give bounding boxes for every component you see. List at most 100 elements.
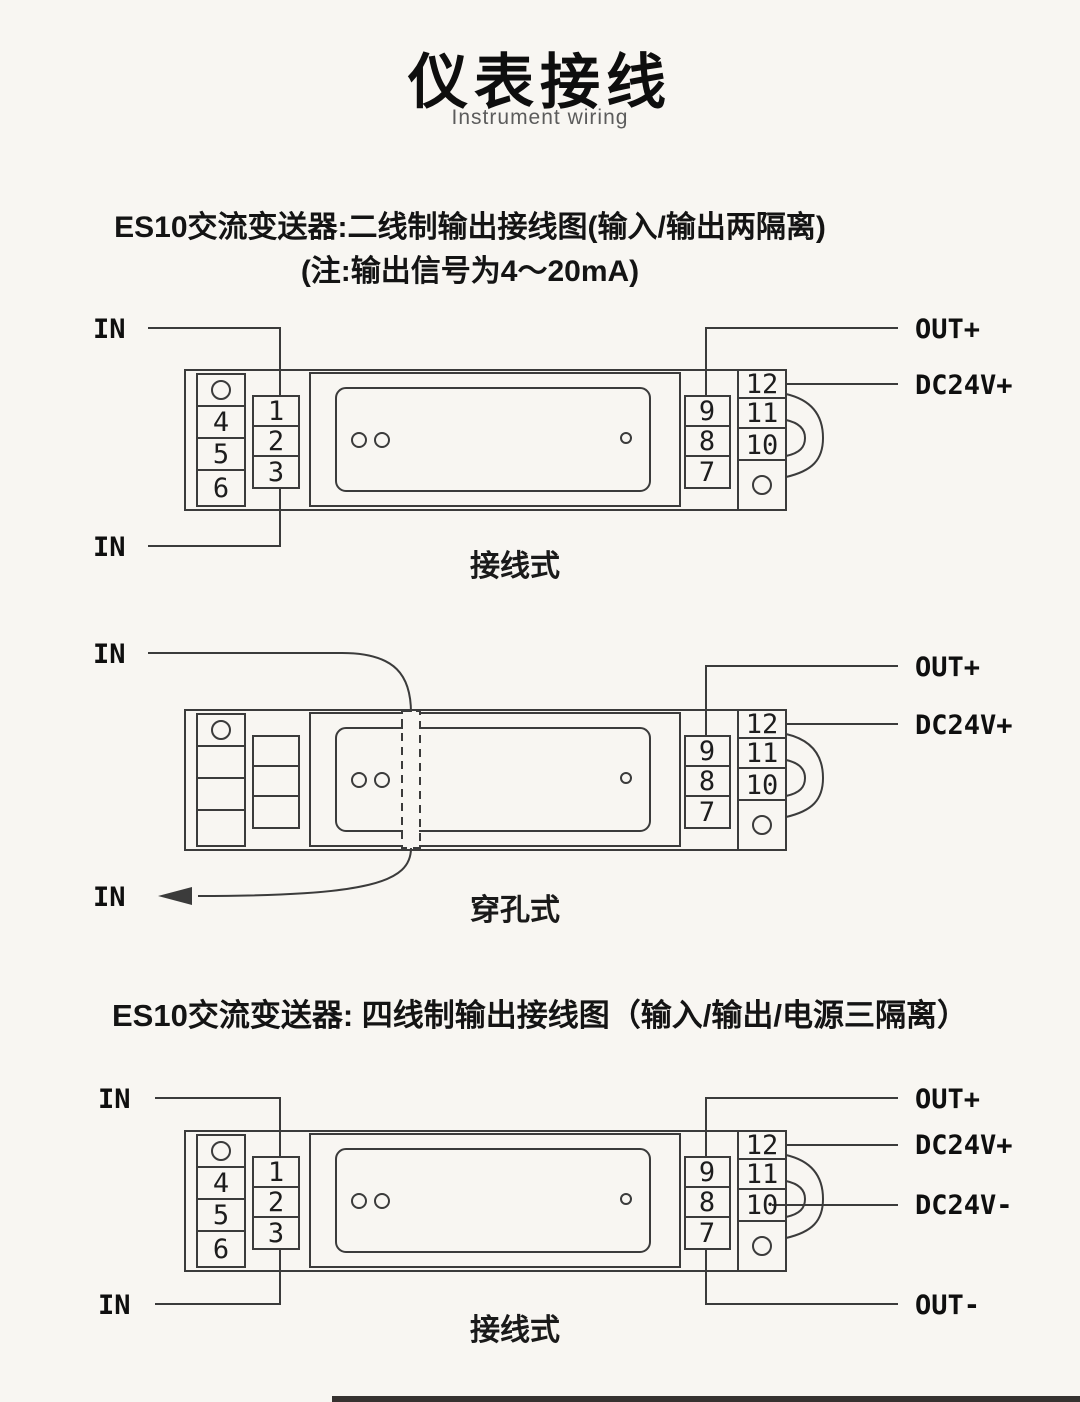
terminal-block-frame <box>684 395 731 489</box>
device-center <box>309 712 681 847</box>
out-minus-label: OUT- <box>915 1290 980 1321</box>
terminal-8: 8 <box>699 426 715 457</box>
indicator-dot <box>351 772 367 788</box>
terminal-block-frame <box>252 1156 300 1250</box>
terminal-block-right-outer: 12 11 10 <box>737 709 787 851</box>
dc24v-plus-label: DC24V+ <box>915 710 1013 741</box>
transmitter-device: 4 5 6 1 2 3 <box>184 369 825 511</box>
dc24v-plus-label: DC24V+ <box>915 370 1013 401</box>
din-clip-inner <box>785 419 807 457</box>
in-top-label: IN <box>93 639 126 670</box>
transmitter-device: 4 5 6 1 2 3 <box>184 1130 825 1272</box>
terminal-block-frame <box>684 1156 731 1250</box>
indicator-dot <box>374 1193 390 1209</box>
in-top-wire <box>148 652 412 714</box>
in-bottom-wire <box>197 847 412 897</box>
center-panel <box>335 387 651 492</box>
terminal-12: 12 <box>746 369 779 400</box>
terminal-12: 12 <box>746 709 779 740</box>
diagram2-caption: 穿孔式 <box>470 893 560 927</box>
terminal-8: 8 <box>699 766 715 797</box>
out-minus-wire <box>705 1249 898 1305</box>
mount-hole <box>211 380 231 400</box>
two-wire-terminal-diagram: 4 5 6 1 2 3 <box>93 314 1013 583</box>
out-plus-label: OUT+ <box>915 314 980 345</box>
through-hole-fill <box>403 712 419 847</box>
mount-hole <box>211 1141 231 1161</box>
center-frame <box>309 372 681 507</box>
terminal-8: 8 <box>699 1187 715 1218</box>
din-clip <box>785 393 825 478</box>
center-panel <box>335 727 651 832</box>
terminal-block-right-inner: 9 8 7 <box>684 1156 731 1250</box>
in-arrowhead <box>158 887 192 905</box>
in-top-wire <box>148 327 281 396</box>
device-center <box>309 1133 681 1268</box>
out-plus-wire <box>705 1097 898 1157</box>
out-plus-label: OUT+ <box>915 1084 980 1115</box>
in-bottom-label: IN <box>98 1290 131 1321</box>
device-center <box>309 372 681 507</box>
terminal-11: 11 <box>746 1159 779 1190</box>
out-plus-wire <box>705 665 898 736</box>
four-wire-terminal-diagram: 4 5 6 1 2 3 <box>98 1084 1013 1347</box>
terminal-block-frame <box>737 369 787 511</box>
din-clip <box>785 1154 825 1239</box>
terminal-10: 10 <box>746 770 779 801</box>
two-wire-through-hole-diagram: 9 8 7 12 11 10 IN IN OUT+ DC24V+ 穿孔式 <box>93 639 1013 927</box>
indicator-dot <box>351 1193 367 1209</box>
mount-hole <box>752 1236 772 1256</box>
terminal-block-left-inner <box>252 735 300 829</box>
terminal-10: 10 <box>746 430 779 461</box>
mount-hole <box>752 475 772 495</box>
din-clip-inner <box>785 1180 807 1218</box>
terminal-6: 6 <box>213 473 229 504</box>
terminal-6: 6 <box>213 1234 229 1265</box>
terminal-block-frame <box>196 373 246 507</box>
indicator-dot <box>374 772 390 788</box>
center-frame <box>309 1133 681 1268</box>
in-bottom-label: IN <box>93 882 126 913</box>
terminal-block-right-inner: 9 8 7 <box>684 395 731 489</box>
terminal-11: 11 <box>746 398 779 429</box>
transmitter-device: 9 8 7 12 11 10 <box>184 709 825 851</box>
center-frame <box>309 712 681 847</box>
center-panel <box>335 1148 651 1253</box>
diagram3-caption: 接线式 <box>470 1314 560 1347</box>
terminal-9: 9 <box>699 396 715 427</box>
terminal-12: 12 <box>746 1130 779 1161</box>
terminal-5: 5 <box>213 439 229 470</box>
terminal-11: 11 <box>746 738 779 769</box>
dc24v-plus-label: DC24V+ <box>915 1130 1013 1161</box>
dc24v-minus-label: DC24V- <box>915 1190 1013 1221</box>
out-plus-wire <box>705 327 898 396</box>
indicator-dot <box>374 432 390 448</box>
terminal-block-frame <box>252 395 300 489</box>
in-top-label: IN <box>93 314 126 345</box>
terminal-block-frame <box>196 1134 246 1268</box>
terminal-1: 1 <box>268 396 284 427</box>
in-bottom-wire <box>155 1249 281 1305</box>
terminal-2: 2 <box>268 426 284 457</box>
indicator-dot <box>620 1193 632 1205</box>
terminal-block-frame <box>684 735 731 829</box>
page-subtitle: Instrument wiring <box>451 106 629 129</box>
indicator-dot <box>620 772 632 784</box>
terminal-block-left-inner: 1 2 3 <box>252 1156 300 1250</box>
terminal-block-frame <box>196 713 246 847</box>
terminal-2: 2 <box>268 1187 284 1218</box>
din-clip <box>785 733 825 818</box>
terminal-block-frame <box>737 709 787 851</box>
section-two-wire-heading: ES10交流变送器:二线制输出接线图(输入/输出两隔离) <box>114 211 826 244</box>
terminal-10: 10 <box>746 1190 779 1221</box>
section-two-wire-note: (注:输出信号为4～20mA) <box>300 255 640 288</box>
mount-hole <box>752 815 772 835</box>
in-top-wire <box>155 1097 281 1157</box>
indicator-dot <box>351 432 367 448</box>
terminal-block-right-outer: 12 11 10 <box>737 369 787 511</box>
diagram1-caption: 接线式 <box>470 550 560 583</box>
out-plus-label: OUT+ <box>915 652 980 683</box>
in-bottom-label: IN <box>93 532 126 563</box>
terminal-block-left-outer: 4 5 6 <box>196 1134 246 1268</box>
